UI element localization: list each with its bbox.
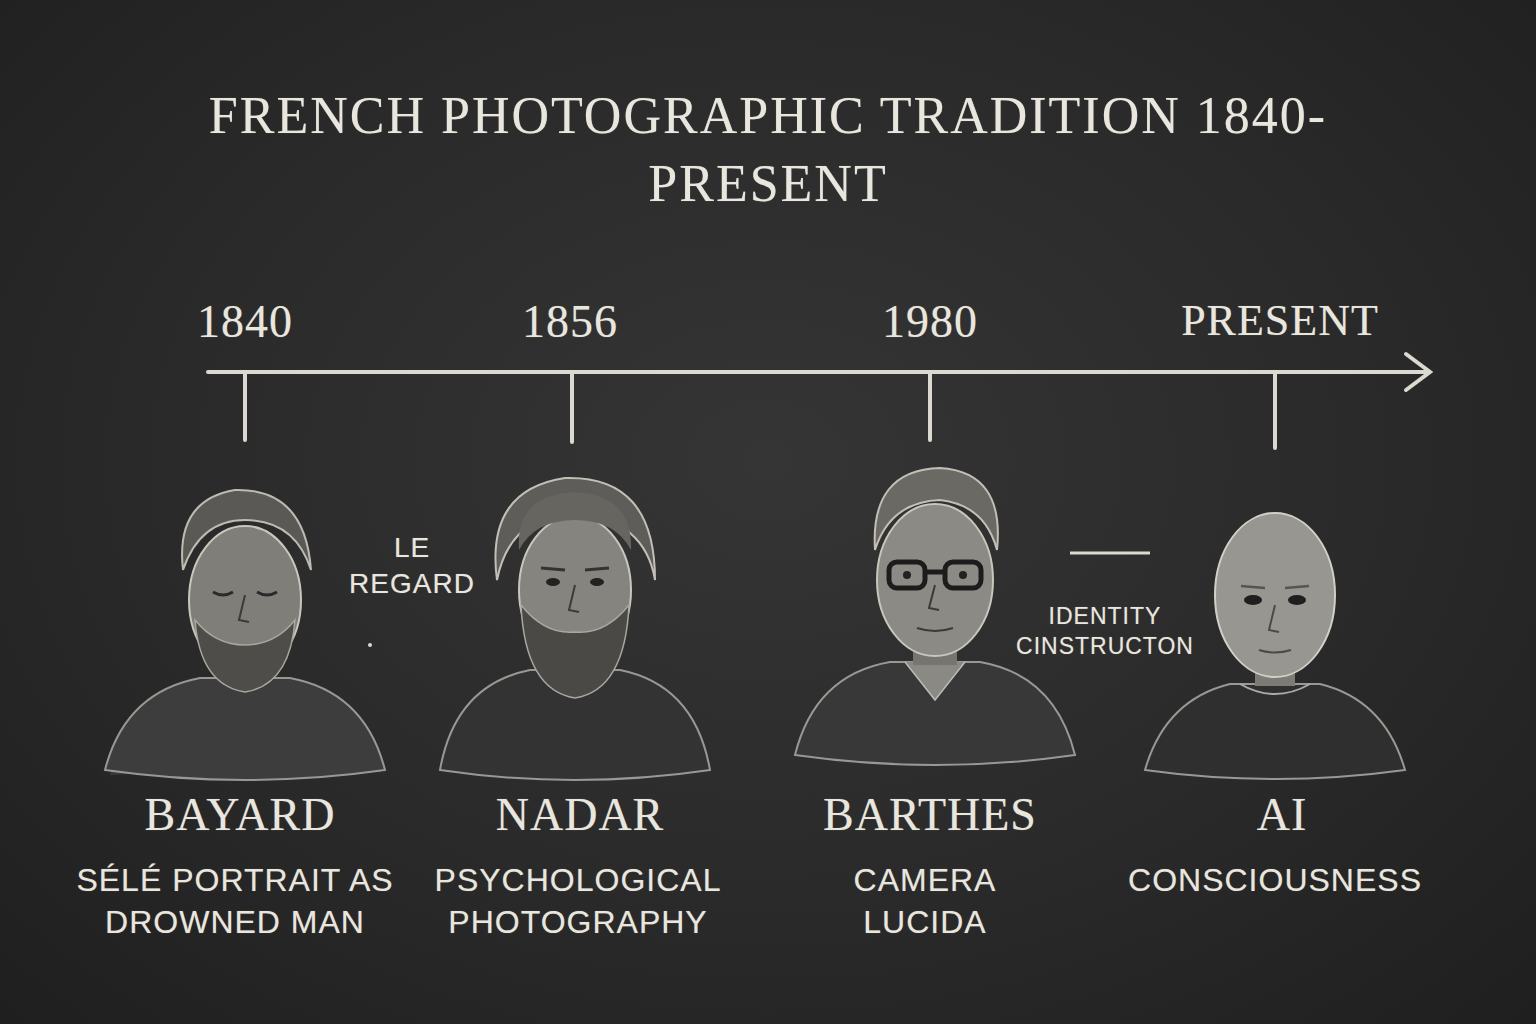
dash-mark [1070, 552, 1150, 555]
figure-subtitle: PSYCHOLOGICAL PHOTOGRAPHY [413, 860, 743, 943]
bayard-portrait [105, 490, 385, 780]
figure-name: BARTHES [780, 785, 1080, 845]
year-label: PRESENT [1140, 292, 1420, 349]
chalk-dot [368, 643, 372, 647]
theme-note: IDENTITY CINSTRUCTON [1003, 602, 1208, 662]
year-label: 1856 [470, 292, 670, 352]
year-label: 1840 [145, 292, 345, 352]
figure-name: AI [1182, 785, 1382, 845]
figure-name: NADAR [430, 785, 730, 845]
year-label: 1980 [830, 292, 1030, 352]
timeline-axis [208, 354, 1430, 448]
figure-subtitle: CAMERA LUCIDA [810, 860, 1040, 943]
theme-note: LE REGARD [337, 530, 487, 603]
figure-name: BAYARD [90, 785, 390, 845]
figure-subtitle: SÉLÉ PORTRAIT AS DROWNED MAN [63, 860, 408, 943]
nadar-portrait [440, 478, 710, 780]
diagram-title: FRENCH PHOTOGRAPHIC TRADITION 1840-PRESE… [143, 82, 1393, 217]
figure-subtitle: CONSCIOUSNESS [1075, 860, 1475, 902]
barthes-portrait [795, 468, 1075, 765]
